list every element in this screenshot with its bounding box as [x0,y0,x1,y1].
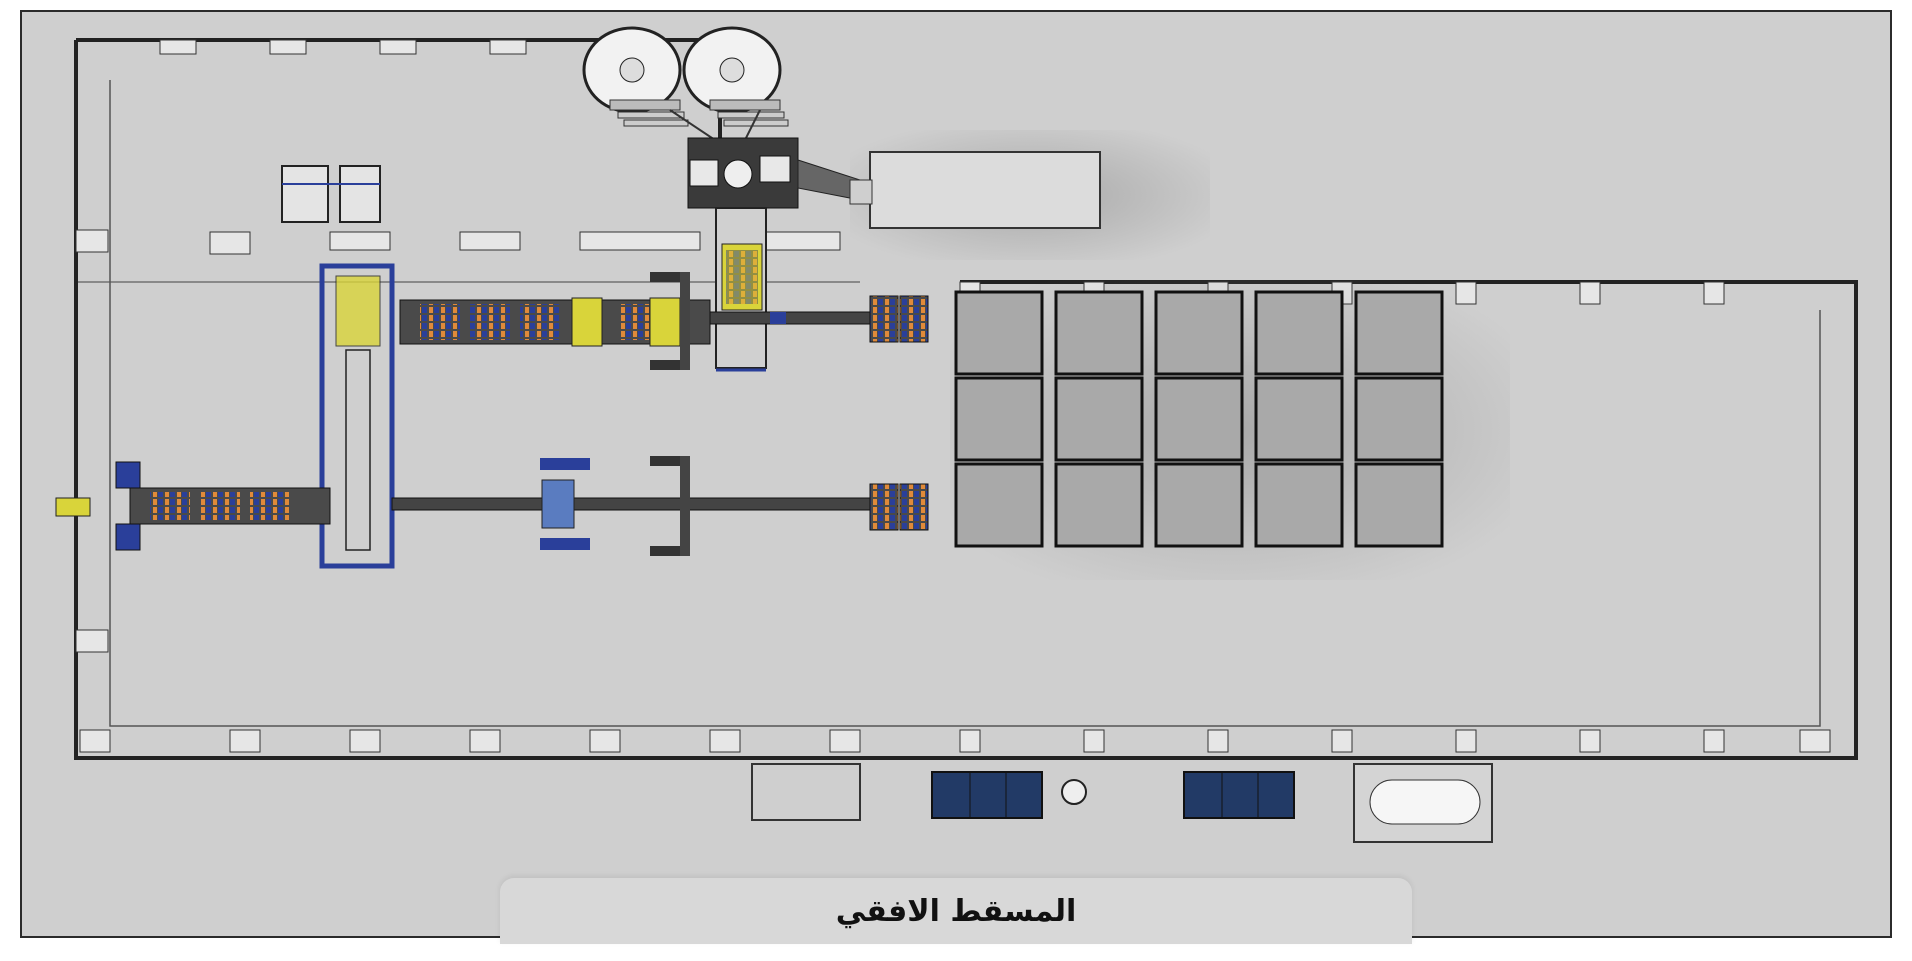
upper-left-machinery [281,165,381,223]
truck-icon [931,771,1043,819]
caption-title: المسقط الافقي [835,893,1077,929]
truck-icon [1183,771,1295,819]
lower-production-line [55,456,929,556]
storage-racks [950,280,1510,580]
silo-icon [582,26,689,127]
tank-icon [1353,763,1493,843]
tank-icon [849,130,1210,260]
floor-plan-drawing [55,26,1858,843]
transfer-frame [319,263,395,569]
silo-icon [682,26,789,127]
vertical-station [715,207,767,372]
caption-box: المسقط الافقي [500,878,1412,944]
upper-production-line [399,272,929,370]
hopper-machine [669,109,799,209]
yard-items [751,763,1493,843]
